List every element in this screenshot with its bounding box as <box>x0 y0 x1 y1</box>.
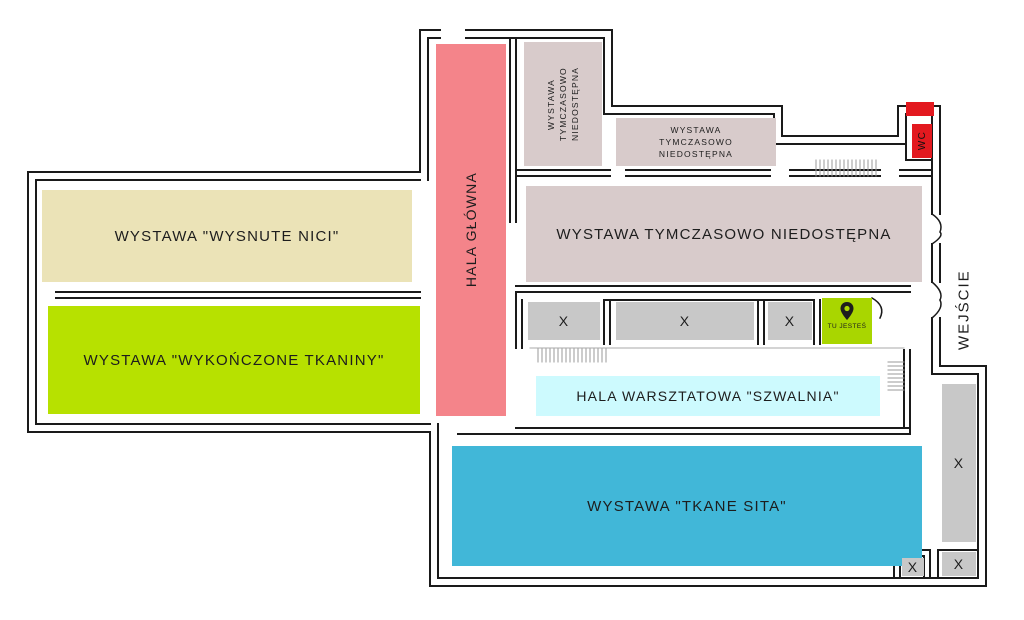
closed-room-6[interactable]: X <box>942 552 976 576</box>
outer-wall <box>427 37 441 181</box>
room-label: WYSTAWA TYMCZASOWO NIEDOSTĘPNA <box>556 225 892 243</box>
outer-wall <box>27 171 431 433</box>
closed-mark: X <box>907 559 919 575</box>
partition-wall <box>813 299 821 345</box>
you-are-here-label: TU JESTEŚ <box>827 323 867 330</box>
partition-wall <box>757 299 765 345</box>
room-label: WYSTAWA "WYSNUTE NICI" <box>114 227 340 245</box>
closed-room-3[interactable]: X <box>768 302 812 340</box>
outer-wall <box>465 29 941 137</box>
room-label: WYSTAWA "TKANE SITA" <box>587 497 787 515</box>
you-are-here-marker[interactable]: TU JESTEŚ <box>822 298 872 344</box>
room-tymczasowa-large[interactable]: WYSTAWA TYMCZASOWO NIEDOSTĘPNA <box>526 186 922 282</box>
stairs <box>537 159 905 391</box>
outer-wall <box>419 29 441 173</box>
room-wysnute-nici[interactable]: WYSTAWA "WYSNUTE NICI" <box>42 190 412 282</box>
closed-mark: X <box>784 313 796 329</box>
room-label: WC <box>916 131 928 151</box>
room-label: WYSTAWA TYMCZASOWO NIEDOSTĘPNA <box>546 66 580 142</box>
room-wykonczone-tkaniny[interactable]: WYSTAWA "WYKOŃCZONE TKANINY" <box>48 306 420 414</box>
room-wc[interactable]: WC <box>912 124 932 158</box>
outer-wall <box>437 317 979 579</box>
outer-wall <box>35 179 431 425</box>
door-symbol <box>870 296 883 320</box>
room-label: WYSTAWA "WYKOŃCZONE TKANINY" <box>83 351 385 369</box>
room-hala-warsztatowa[interactable]: HALA WARSZTATOWA "SZWALNIA" <box>536 376 880 416</box>
closed-mark: X <box>679 313 691 329</box>
closed-mark: X <box>953 455 965 471</box>
entrance-label: WEJŚCIE <box>955 269 973 351</box>
partition-wall <box>905 113 933 161</box>
outer-wall <box>429 317 987 587</box>
location-pin-icon <box>840 302 854 320</box>
room-label: HALA WARSZTATOWA "SZWALNIA" <box>576 388 840 404</box>
closed-mark: X <box>558 313 570 329</box>
room-tymczasowa-small-2[interactable]: WYSTAWA TYMCZASOWO NIEDOSTĘPNA <box>616 118 776 166</box>
partition-wall <box>903 349 911 435</box>
closed-room-1[interactable]: X <box>528 302 600 340</box>
room-tymczasowa-small-1[interactable]: WYSTAWA TYMCZASOWO NIEDOSTĘPNA <box>524 42 602 166</box>
partition-wall <box>603 299 611 345</box>
wc-block <box>906 102 934 116</box>
closed-room-2[interactable]: X <box>616 302 754 340</box>
closed-mark: X <box>953 556 965 572</box>
closed-room-4[interactable]: X <box>942 384 976 542</box>
room-hala-glowna[interactable]: HALA GŁÓWNA <box>436 44 506 416</box>
room-label: WYSTAWA TYMCZASOWO NIEDOSTĘPNA <box>658 125 734 159</box>
door-symbol <box>930 280 942 320</box>
room-label: HALA GŁÓWNA <box>463 172 479 288</box>
closed-room-5[interactable]: X <box>902 558 924 576</box>
door-symbol <box>930 212 942 246</box>
room-tkane-sita[interactable]: WYSTAWA "TKANE SITA" <box>452 446 922 566</box>
